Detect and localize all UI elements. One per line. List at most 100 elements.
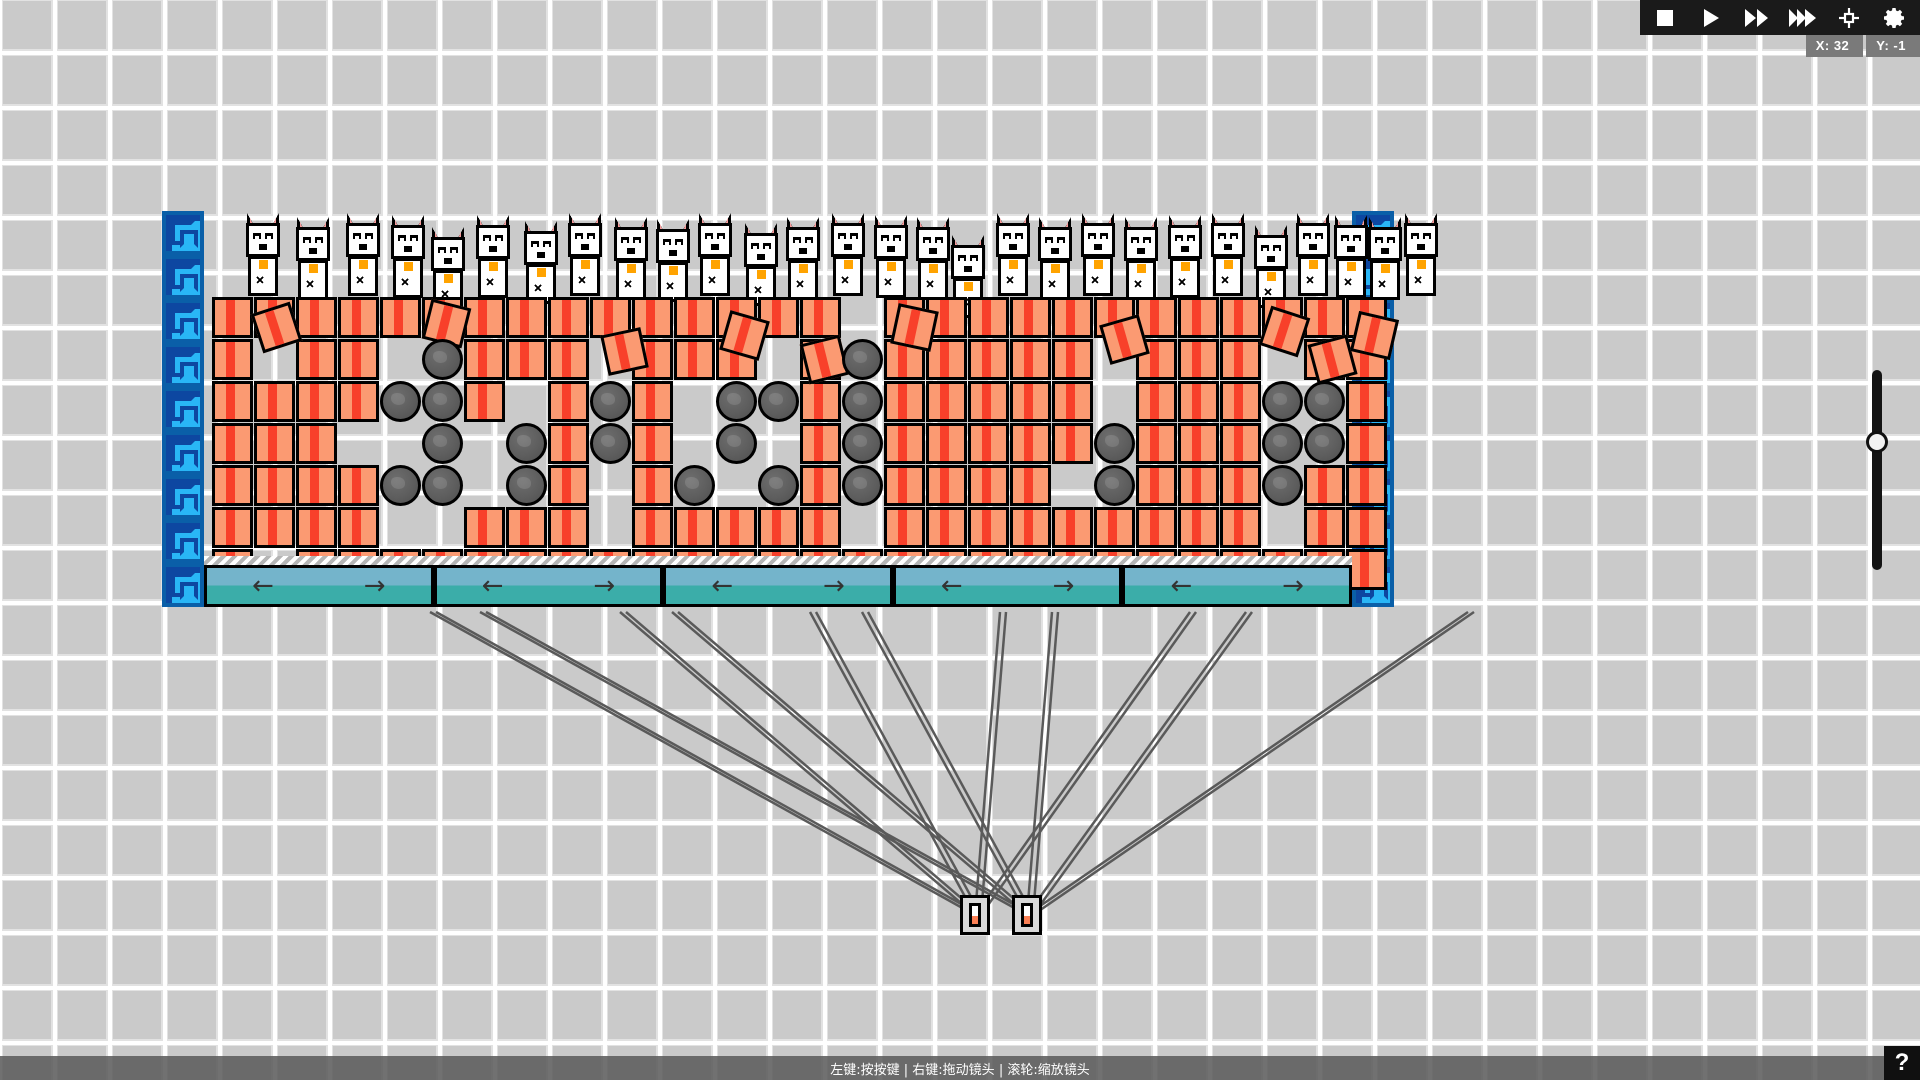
rock-ball[interactable] — [1304, 423, 1345, 464]
brick-block[interactable] — [548, 339, 589, 380]
cat-character[interactable] — [1366, 217, 1404, 303]
brick-block[interactable] — [1010, 423, 1051, 464]
rock-ball[interactable] — [1094, 423, 1135, 464]
brick-block[interactable] — [1346, 423, 1387, 464]
play-button[interactable] — [1696, 4, 1726, 32]
brick-block[interactable] — [632, 423, 673, 464]
conveyor-panel-1[interactable]: ←→ — [204, 565, 434, 607]
rock-ball[interactable] — [590, 381, 631, 422]
brick-block[interactable] — [1346, 507, 1387, 548]
switch-right[interactable] — [1012, 895, 1042, 935]
cat-character[interactable] — [294, 217, 332, 303]
brick-block[interactable] — [758, 507, 799, 548]
rock-ball[interactable] — [506, 423, 547, 464]
brick-block[interactable] — [1178, 507, 1219, 548]
cat-character[interactable] — [1332, 215, 1370, 301]
rock-ball[interactable] — [842, 381, 883, 422]
gear-icon[interactable] — [1880, 4, 1910, 32]
brick-block[interactable] — [926, 423, 967, 464]
brick-block[interactable] — [1094, 507, 1135, 548]
brick-block[interactable] — [464, 381, 505, 422]
brick-block[interactable] — [674, 339, 715, 380]
crosshair-icon[interactable] — [1834, 4, 1864, 32]
cat-character[interactable] — [522, 221, 560, 307]
brick-block[interactable] — [800, 507, 841, 548]
brick-block[interactable] — [464, 297, 505, 338]
brick-block[interactable] — [1220, 423, 1261, 464]
very-fast-forward-button[interactable] — [1788, 4, 1818, 32]
play-field[interactable]: ←→←→←→←→←→ — [162, 211, 1438, 607]
brick-block[interactable] — [1178, 297, 1219, 338]
cat-character[interactable] — [474, 215, 512, 301]
brick-block[interactable] — [800, 297, 841, 338]
conveyor-panel-4[interactable]: ←→ — [892, 565, 1123, 607]
brick-block[interactable] — [632, 507, 673, 548]
fast-forward-button[interactable] — [1742, 4, 1772, 32]
brick-block[interactable] — [296, 423, 337, 464]
cat-character[interactable] — [1252, 225, 1290, 311]
switch-left[interactable] — [960, 895, 990, 935]
cat-character[interactable] — [1294, 213, 1332, 299]
brick-block[interactable] — [968, 297, 1009, 338]
brick-block[interactable] — [338, 465, 379, 506]
brick-block[interactable] — [464, 507, 505, 548]
rock-ball[interactable] — [1262, 423, 1303, 464]
brick-block[interactable] — [1052, 507, 1093, 548]
brick-block[interactable] — [1178, 423, 1219, 464]
conveyor-row[interactable]: ←→←→←→←→←→ — [204, 565, 1352, 607]
rock-ball[interactable] — [380, 381, 421, 422]
cat-character[interactable] — [344, 213, 382, 299]
cat-character[interactable] — [1209, 213, 1247, 299]
rock-ball[interactable] — [1304, 381, 1345, 422]
brick-block[interactable] — [884, 465, 925, 506]
brick-block[interactable] — [296, 297, 337, 338]
brick-block[interactable] — [1220, 381, 1261, 422]
brick-block[interactable] — [296, 507, 337, 548]
camera-zoom-slider-knob[interactable] — [1866, 431, 1888, 453]
cat-character[interactable] — [829, 213, 867, 299]
brick-block[interactable] — [254, 381, 295, 422]
brick-block[interactable] — [1178, 339, 1219, 380]
cat-character[interactable] — [696, 213, 734, 299]
brick-block[interactable] — [1010, 381, 1051, 422]
brick-block[interactable] — [212, 297, 253, 338]
brick-block[interactable] — [1010, 465, 1051, 506]
cat-character[interactable] — [1036, 217, 1074, 303]
rock-ball[interactable] — [758, 381, 799, 422]
brick-block[interactable] — [380, 297, 421, 338]
cat-character[interactable] — [1166, 215, 1204, 301]
brick-block[interactable] — [296, 339, 337, 380]
brick-block[interactable] — [1304, 507, 1345, 548]
rock-ball[interactable] — [422, 465, 463, 506]
cat-character[interactable] — [566, 213, 604, 299]
brick-block[interactable] — [632, 465, 673, 506]
brick-block[interactable] — [338, 339, 379, 380]
brick-block[interactable] — [968, 507, 1009, 548]
rock-ball[interactable] — [422, 423, 463, 464]
cat-character[interactable] — [784, 217, 822, 303]
brick-block[interactable] — [506, 297, 547, 338]
brick-block[interactable] — [884, 381, 925, 422]
brick-block[interactable] — [600, 327, 649, 376]
brick-block[interactable] — [212, 507, 253, 548]
brick-block[interactable] — [926, 339, 967, 380]
brick-block[interactable] — [926, 297, 967, 338]
brick-block[interactable] — [506, 339, 547, 380]
brick-block[interactable] — [1220, 465, 1261, 506]
brick-block[interactable] — [548, 465, 589, 506]
brick-block[interactable] — [890, 303, 939, 352]
brick-block[interactable] — [1052, 339, 1093, 380]
cat-character[interactable] — [1079, 213, 1117, 299]
brick-block[interactable] — [296, 465, 337, 506]
cat-character[interactable] — [994, 213, 1032, 299]
brick-block[interactable] — [968, 339, 1009, 380]
brick-block[interactable] — [674, 507, 715, 548]
conveyor-panel-5[interactable]: ←→ — [1122, 565, 1352, 607]
brick-block[interactable] — [1010, 339, 1051, 380]
brick-block[interactable] — [1136, 381, 1177, 422]
cat-character[interactable] — [654, 219, 692, 305]
stop-button[interactable] — [1650, 4, 1680, 32]
cat-character[interactable] — [244, 213, 282, 299]
brick-block[interactable] — [1346, 549, 1387, 590]
brick-block[interactable] — [968, 381, 1009, 422]
